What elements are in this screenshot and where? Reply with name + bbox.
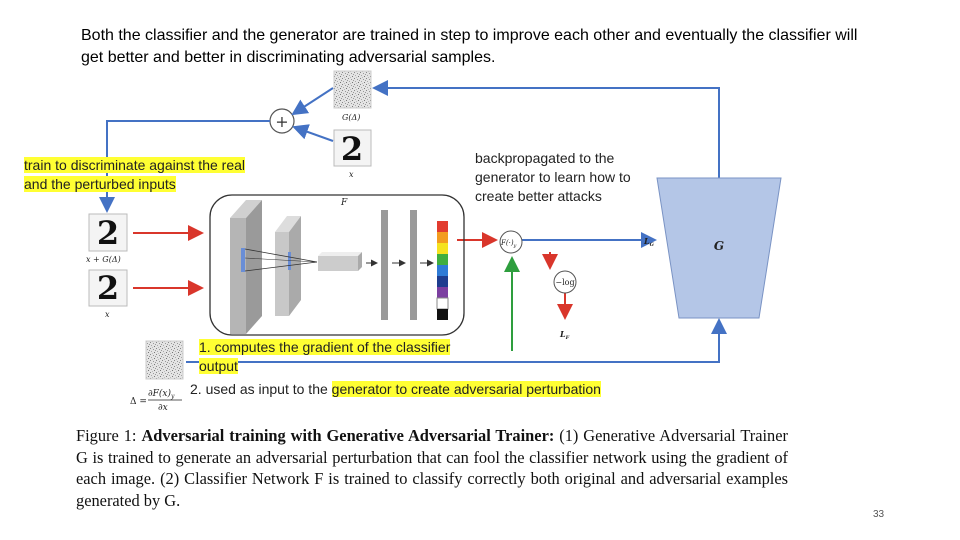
arrow-x-to-plus [292,124,334,142]
classifier-output-node [499,230,523,254]
note-compute-gradient: 1. computes the gradient of the classifi… [199,338,491,376]
classifier-network-box [209,194,465,336]
f-label: F [340,198,348,208]
page-number: 33 [873,509,885,520]
digit-image-original: 2 [88,269,128,307]
digit-glyph: 2 [341,130,363,168]
plus-sign: + [275,112,288,131]
generator-network [656,177,782,319]
digit-image-x-top: 2 [333,129,372,168]
delta-eq: Δ = [130,397,147,407]
arrow-gradient-to-generator [186,318,727,363]
figure-caption: Figure 1: Adversarial training with Gene… [76,425,788,511]
digit-glyph: 2 [97,269,119,307]
note-left-text: train to discriminate against the real a… [24,157,245,192]
arrow-perturbation-to-plus [291,87,334,116]
intro-text: Both the classifier and the generator ar… [81,27,858,66]
g-delta-label: G(Δ) [342,113,360,122]
x-label-bottom: x [105,310,110,319]
note-generator-input: 2. used as input to the generator to cre… [190,380,670,399]
note-gen-prefix: 2. used as input to the [190,381,332,397]
arrow-generator-output [372,80,720,178]
gradient-image [145,340,184,380]
caption-lead: Figure 1: [76,426,142,445]
note-gen-highlight: generator to create adversarial perturba… [331,381,601,397]
x-plus-g-label: x + G(Δ) [86,255,121,264]
caption-bold: Adversarial training with Generative Adv… [141,426,555,445]
classifier-network [230,200,449,334]
note-train-discriminate: train to discriminate against the real a… [24,156,256,194]
x-label-top: x [349,170,354,179]
note-backprop: backpropagated to the generator to learn… [475,150,631,204]
digit-image-perturbed: 2 [88,213,128,252]
caption-text: (1) Generative Adversarial Trainer G is … [76,426,788,510]
gradient-formula: Δ = ∂F(x)y ∂x [130,388,182,413]
note-grad-text: 1. computes the gradient of the classifi… [199,339,451,374]
neglog-label: −log [555,278,574,287]
digit-glyph: 2 [97,214,119,252]
lg-label: LG [643,236,655,248]
grad-numerator: ∂F(x)y [148,388,175,400]
neglog-node [553,270,577,294]
perturbation-image-top [333,70,372,109]
grad-denominator: ∂x [158,403,168,413]
f-output-label: F(·)y [500,239,517,249]
generator-label: G [714,239,724,253]
lf-label: LF [559,329,570,341]
